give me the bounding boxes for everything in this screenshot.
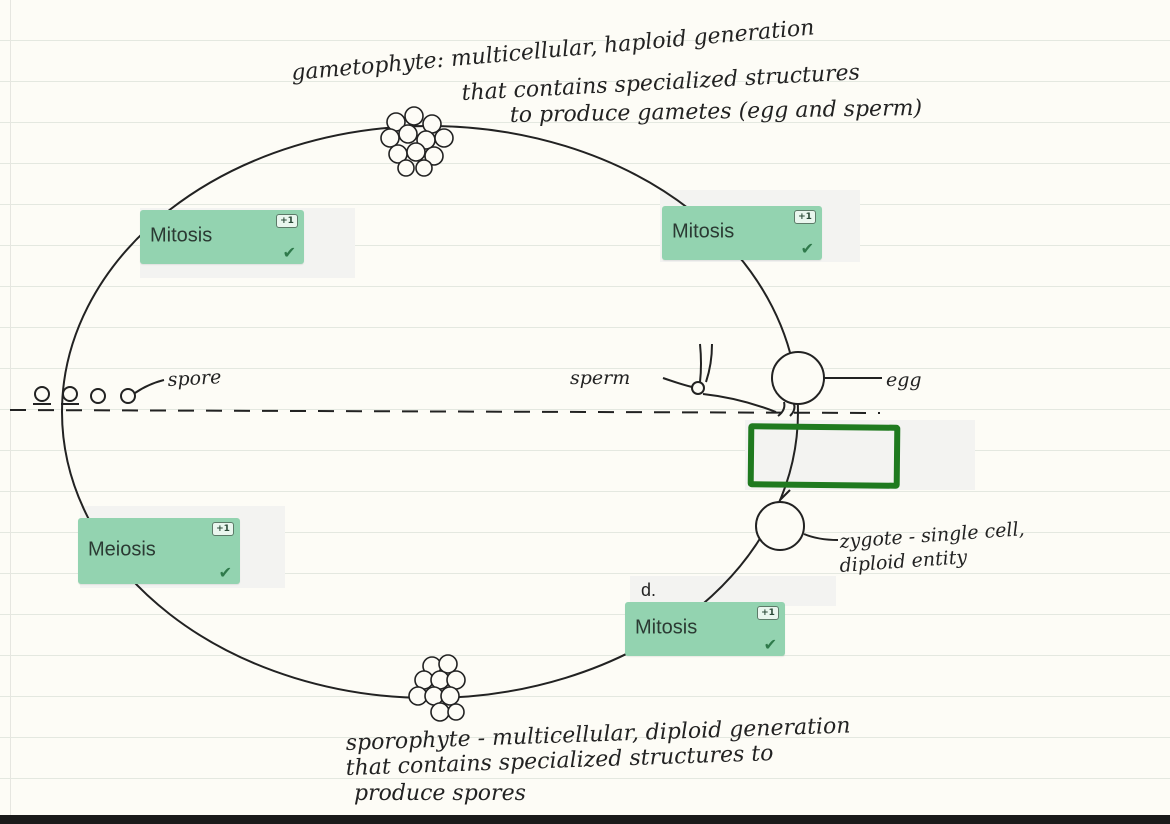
sperm-label: sperm: [570, 367, 630, 389]
bottom-bar: [0, 815, 1170, 824]
checkmark-icon: ✔: [763, 635, 777, 654]
empty-answer-box[interactable]: [747, 423, 901, 489]
label-meiosis[interactable]: Meiosis +1 ✔: [78, 518, 240, 584]
sperm-icon: [662, 343, 777, 413]
points-badge: +1: [276, 214, 298, 228]
drop-zone-shade: [745, 420, 975, 490]
label-mitosis-top-right[interactable]: Mitosis +1 ✔: [662, 206, 822, 260]
label-mitosis-top-left[interactable]: Mitosis +1 ✔: [140, 210, 304, 264]
blank-letter: d.: [641, 580, 657, 600]
checkmark-icon: ✔: [218, 563, 232, 582]
checkmark-icon: ✔: [800, 239, 814, 258]
label-mitosis-bottom[interactable]: Mitosis +1 ✔: [625, 602, 785, 656]
label-text: Mitosis: [150, 224, 213, 247]
sporophyte-cluster-icon: [408, 654, 466, 722]
spore-icons: [33, 379, 165, 405]
sporophyte-note-line3: produce spores: [354, 781, 526, 806]
label-text: Mitosis: [672, 220, 735, 243]
points-badge: +1: [212, 522, 234, 536]
margin-line: [10, 0, 11, 815]
egg-label: egg: [886, 369, 922, 391]
egg-icon: [771, 351, 882, 417]
gametophyte-cluster-icon: [380, 106, 454, 177]
spore-label: spore: [167, 366, 222, 391]
drop-zone-shade: [630, 576, 836, 606]
zygote-icon: [755, 489, 839, 551]
gametophyte-note-line3: to produce gametes (egg and sperm): [510, 96, 923, 128]
dashed-divider: [9, 409, 881, 414]
label-text: Mitosis: [635, 616, 698, 639]
checkmark-icon: ✔: [282, 243, 296, 262]
label-text: Meiosis: [88, 538, 156, 561]
points-badge: +1: [794, 210, 816, 224]
points-badge: +1: [757, 606, 779, 620]
